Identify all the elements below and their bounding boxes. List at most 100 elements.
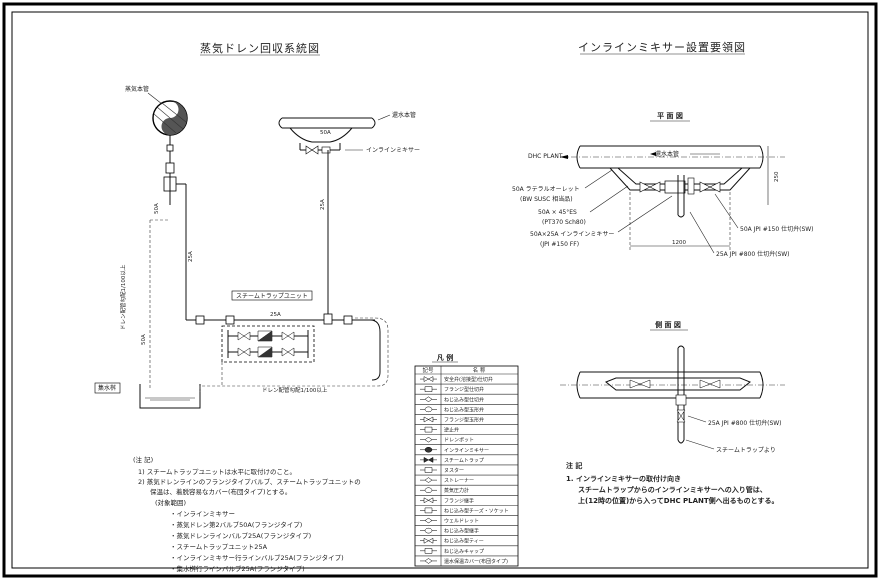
lateral-outlet-label: 50A ラテラルオーレット (512, 186, 580, 193)
legend-symbol (420, 426, 437, 433)
legend-symbol (420, 467, 437, 473)
legend-row-label: ドレンポット (444, 437, 474, 444)
legend-col-symbol: 記号 (422, 366, 434, 374)
legend-symbol (420, 507, 437, 514)
legend-row-label: ねじ込みキャップ (444, 548, 484, 555)
bottom-note: ドレン配管勾配1/100以上 (262, 386, 328, 394)
steam-header-label: 蒸気本管 (125, 85, 149, 93)
valve-25a-side-label: 25A JPI #800 仕切弁(SW) (708, 419, 782, 427)
right-note-item: 上(12時の位置)から入ってDHC PLANT側へ出るものとする。 (578, 496, 778, 505)
legend-symbol (420, 497, 437, 504)
steam-trap-from-label: スチームトラップより (716, 447, 776, 454)
dim-1200: 1200 (672, 240, 686, 246)
elbow-label: 50A × 45°ES (538, 209, 577, 216)
right-notes-heading: 注 記 (566, 461, 582, 470)
legend-row-label: ウェルドレット (444, 518, 479, 525)
inline-mixer-label: インラインミキサー (366, 147, 420, 154)
legend-row-label: ストレーナー (444, 478, 474, 484)
left-note-item: 保温は、着脱容易なカバー(布団タイプ)とする。 (150, 487, 291, 496)
supply-water-label: 還水本管 (655, 150, 679, 158)
pipe-50a-b-label: 50A (141, 334, 147, 345)
mixer-plan-label: 50A×25A インラインミキサー (530, 231, 614, 238)
mixer-plan-spec: (JPI #150 FF) (540, 241, 579, 248)
frame-inner (11, 11, 869, 569)
pipe-50a-top-label: 50A (320, 130, 331, 136)
right-note-item: スチームトラップからのインラインミキサーへの入り管は、 (578, 485, 767, 494)
left-title: 蒸気ドレン回収系統図 (200, 41, 320, 55)
legend-table (414, 365, 519, 567)
legend-row-label: ねじ込み型チーズ・ソケット (444, 507, 509, 514)
left-note-item: 1) スチームトラップユニットは水平に取付けのこと。 (138, 467, 296, 476)
side-view: 25A JPI #800 仕切弁(SW) スチームトラップより (560, 345, 785, 454)
elbow-spec-label: (PT370 Sch80) (542, 219, 586, 226)
pipe-25a-label: 25A (188, 251, 194, 262)
legend-symbol (420, 436, 437, 443)
left-note-item: ・インラインミキサー行ラインバルブ25A(フランジタイプ) (170, 553, 344, 562)
legend-symbol (420, 406, 437, 413)
legend-row-label: ねじ込み型ティー (444, 538, 484, 545)
legend-symbol (420, 396, 437, 403)
legend-symbol (420, 447, 437, 453)
right-notes: 注 記 1. インラインミキサーの取付け向き スチームトラップからのインラインミ… (566, 461, 778, 505)
legend-symbol (420, 376, 437, 382)
legend-symbol (420, 527, 437, 534)
drain-pit (139, 384, 201, 409)
dim-250: 250 (774, 171, 780, 182)
left-note-item: ・蒸気ドレンラインバルブ25A(フランジタイプ) (170, 531, 311, 540)
inline-mixer-assembly: 50A (299, 130, 341, 155)
valve-25a-plan-label: 25A JPI #800 仕切弁(SW) (716, 250, 790, 258)
supply-header-label: 還水本管 (392, 111, 416, 119)
legend-symbol (420, 548, 437, 554)
legend-symbol (420, 416, 437, 423)
plan-title: 平 面 図 (657, 111, 683, 120)
drain-system-diagram: 蒸気本管 50A 25A ドレン配管勾配1/100以上 50A 集水桝 (94, 85, 420, 409)
legend-row-label: 還水保温カバー(布団タイプ) (444, 558, 508, 565)
vertical-note-1: ドレン配管勾配1/100以上 (119, 264, 127, 330)
legend-symbol (420, 477, 437, 483)
supply-header-symbol (278, 117, 376, 143)
steam-trap-unit (221, 325, 315, 363)
dhc-plant-label: DHC PLANT (528, 153, 563, 160)
legend-row-label: ねじ込み型仕切弁 (444, 396, 484, 403)
legend-row-label: ねじ込み型継手 (444, 528, 479, 535)
legend-row-label: ねじ込み型玉形弁 (444, 406, 484, 413)
legend: 凡 例 記号 名 称 安全弁(溶接型)仕切弁フランジ型仕切弁ねじ込み型仕切弁ねじ… (414, 353, 519, 567)
left-note-item: ・スチームトラップユニット25A (170, 543, 268, 551)
legend-row-label: 蒸気圧力計 (444, 487, 469, 494)
left-note-item: ・インラインミキサー (170, 510, 235, 518)
legend-row-label: フランジ型玉形弁 (444, 416, 484, 423)
legend-row-label: フランジ継手 (444, 497, 474, 504)
side-title: 側 面 図 (654, 320, 681, 329)
legend-symbol (420, 537, 437, 544)
legend-symbol (420, 487, 437, 493)
steam-header-symbol (152, 100, 188, 136)
legend-symbol (420, 517, 437, 524)
steam-trap-unit-label: スチームトラップユニット (236, 293, 308, 300)
legend-symbol (420, 558, 437, 564)
left-note-item: (対象範囲) (155, 498, 186, 507)
right-title: インラインミキサー設置要領図 (578, 40, 746, 54)
left-notes-heading: (注 記) (133, 455, 153, 464)
legend-row-label: スチームトラップ (444, 458, 484, 464)
legend-col-name: 名 称 (473, 366, 486, 374)
right-note-item: 1. インラインミキサーの取付け向き (566, 474, 681, 483)
left-notes: (注 記) 1) スチームトラップユニットは水平に取付けのこと。 2) 蒸気ドレ… (133, 455, 361, 573)
pipe-25a-c-label: 25A (270, 312, 281, 318)
plan-view: DHC PLANT 還水本管 250 1200 50A ラテラルオーレット (B… (512, 145, 814, 258)
legend-rows: 安全弁(溶接型)仕切弁フランジ型仕切弁ねじ込み型仕切弁ねじ込み型玉形弁フランジ型… (415, 376, 518, 565)
left-note-item: ・集水桝行ラインバルブ25A(フランジタイプ) (170, 564, 305, 573)
legend-row-label: フランジ型仕切弁 (444, 386, 484, 393)
left-note-item: ・蒸気ドレン第2バルブ50A(フランジタイプ) (170, 520, 302, 529)
legend-row-label: インラインミキサー (444, 448, 489, 454)
legend-row-label: ヌスター (444, 467, 464, 474)
valve-50a-label: 50A JPI #150 仕切弁(SW) (740, 225, 814, 233)
legend-row-label: 安全弁(溶接型)仕切弁 (444, 376, 493, 383)
legend-title: 凡 例 (437, 353, 453, 362)
legend-symbol (420, 386, 437, 392)
left-note-item: 2) 蒸気ドレンラインのフランジタイプバルブ、スチームトラップユニットの (138, 477, 361, 486)
pipe-50a-label: 50A (154, 203, 160, 214)
legend-symbol (420, 456, 437, 463)
drain-pit-label: 集水桝 (98, 384, 116, 392)
